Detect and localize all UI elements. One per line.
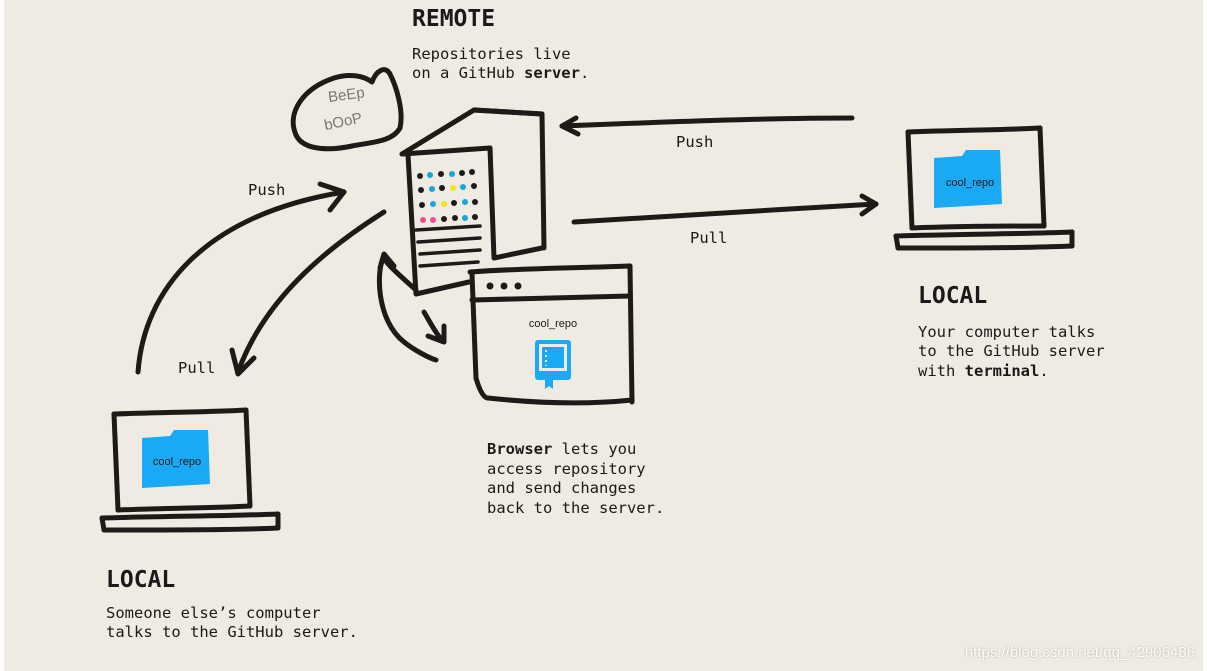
right-push-label: Push — [676, 133, 713, 151]
remote-description-line2: on a GitHub server. — [412, 64, 589, 82]
left-pull-arrow — [229, 209, 387, 377]
browser-description-line4: back to the server. — [487, 499, 664, 517]
browser-description-line2: access repository — [487, 460, 646, 478]
diagram-canvas: REMOTE Repositories live on a GitHub ser… — [4, 0, 1203, 671]
left-folder-label: cool_repo — [153, 456, 201, 468]
server-status-lights — [417, 169, 478, 223]
right-folder-label: cool_repo — [946, 177, 994, 189]
browser-description-line1: Browser lets you — [487, 440, 636, 458]
left-folder-icon — [142, 430, 210, 488]
left-pull-label: Pull — [178, 359, 215, 377]
left-local-description-line1: Someone else’s computer — [106, 604, 321, 622]
right-local-heading: LOCAL — [918, 283, 987, 309]
left-push-arrow — [135, 181, 347, 375]
left-local-description-line2: talks to the GitHub server. — [106, 623, 358, 641]
svg-text:bOoP: bOoP — [323, 110, 364, 135]
left-local-heading: LOCAL — [106, 567, 175, 593]
browser-repo-label: cool_repo — [529, 318, 577, 330]
right-pull-label: Pull — [690, 229, 727, 247]
server-speech-bubble: BeEp bOoP — [290, 67, 404, 152]
github-server-icon — [399, 107, 547, 297]
right-local-description-line3: with terminal. — [918, 362, 1049, 380]
right-local-description-line1: Your computer talks — [918, 323, 1095, 341]
right-push-arrow — [559, 115, 855, 137]
server-browser-arrows — [376, 251, 447, 363]
right-local-description-line2: to the GitHub server — [918, 342, 1105, 360]
svg-text:BeEp: BeEp — [327, 84, 366, 106]
browser-window-icon: cool_repo — [467, 263, 635, 406]
right-pull-arrow — [571, 193, 879, 225]
github-remote-local-diagram: REMOTE Repositories live on a GitHub ser… — [99, 6, 1105, 641]
left-push-label: Push — [248, 181, 285, 199]
right-laptop-icon: cool_repo — [893, 125, 1075, 251]
watermark: https://blog.csdn.net/qq_42906486 — [964, 644, 1195, 661]
remote-heading: REMOTE — [412, 6, 495, 32]
left-laptop-icon: cool_repo — [99, 407, 281, 533]
browser-description-line3: and send changes — [487, 479, 636, 497]
remote-description-line1: Repositories live — [412, 45, 571, 63]
book-icon — [535, 340, 571, 389]
right-folder-icon — [934, 150, 1002, 208]
